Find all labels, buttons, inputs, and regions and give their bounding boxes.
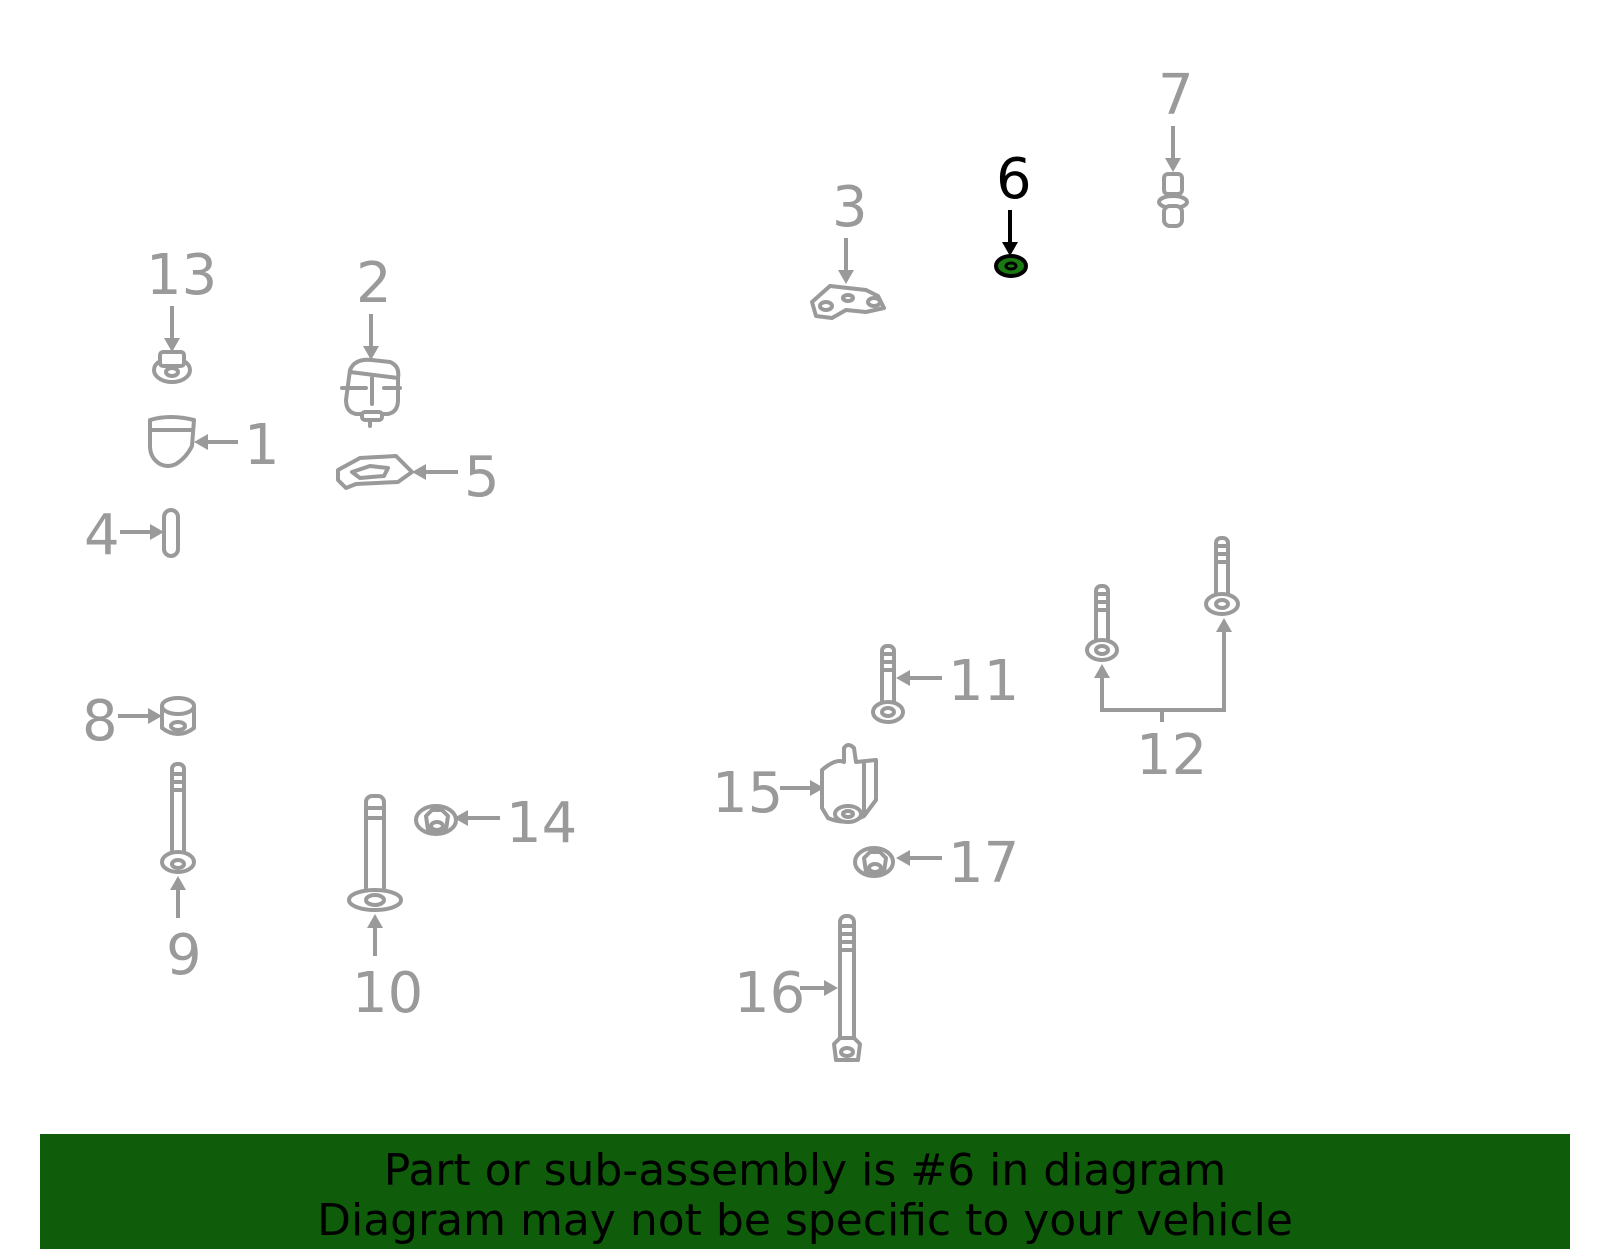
callout-17[interactable]: 17 — [948, 831, 1019, 896]
callout-10[interactable]: 10 — [352, 961, 423, 1026]
callout-4[interactable]: 4 — [84, 503, 120, 568]
arrow-10 — [367, 914, 383, 956]
callout-6[interactable]: 6 — [996, 147, 1032, 212]
arrow-12 — [1094, 618, 1232, 722]
part-2[interactable] — [340, 357, 402, 428]
arrow-9 — [170, 876, 186, 918]
callout-5[interactable]: 5 — [464, 445, 500, 510]
part-6-highlighted[interactable] — [994, 254, 1028, 278]
arrow-17 — [896, 850, 942, 866]
callout-9[interactable]: 9 — [166, 923, 202, 988]
arrow-6 — [1002, 210, 1018, 256]
part-17[interactable] — [853, 846, 895, 878]
part-9[interactable] — [160, 762, 196, 874]
arrow-13 — [164, 306, 180, 352]
part-3[interactable] — [810, 284, 886, 320]
part-13[interactable] — [152, 350, 192, 384]
part-8[interactable] — [160, 696, 196, 736]
part-14[interactable] — [414, 804, 458, 836]
part-16[interactable] — [832, 914, 862, 1062]
arrow-16 — [800, 980, 838, 996]
banner-line-part: Part or sub-assembly is #6 in diagram — [383, 1145, 1227, 1196]
callout-7[interactable]: 7 — [1158, 63, 1194, 128]
callout-8[interactable]: 8 — [82, 689, 118, 754]
part-10[interactable] — [347, 794, 403, 912]
part-7[interactable] — [1157, 172, 1189, 228]
arrow-2 — [363, 314, 379, 360]
arrow-3 — [838, 238, 854, 284]
arrow-4 — [120, 524, 164, 540]
callout-14[interactable]: 14 — [506, 791, 577, 856]
callout-1[interactable]: 1 — [244, 413, 280, 478]
banner-line-disclaimer: Diagram may not be specific to your vehi… — [317, 1195, 1293, 1246]
part-12-bolt-left[interactable] — [1085, 584, 1119, 662]
callout-3[interactable]: 3 — [832, 175, 868, 240]
info-banner: Part or sub-assembly is #6 in diagram Di… — [40, 1134, 1570, 1249]
arrow-7 — [1165, 126, 1181, 172]
callout-12[interactable]: 12 — [1136, 723, 1207, 788]
callout-11[interactable]: 11 — [948, 649, 1019, 714]
arrow-14 — [454, 810, 500, 826]
part-12-bolt-right[interactable] — [1204, 536, 1240, 616]
arrow-11 — [896, 670, 942, 686]
part-1[interactable] — [148, 415, 196, 468]
callout-16[interactable]: 16 — [734, 961, 805, 1026]
part-15[interactable] — [820, 743, 878, 824]
part-4[interactable] — [162, 508, 180, 558]
callout-13[interactable]: 13 — [146, 243, 217, 308]
arrow-8 — [118, 708, 162, 724]
arrow-1 — [194, 434, 238, 450]
arrow-5 — [412, 464, 458, 480]
callout-15[interactable]: 15 — [712, 761, 783, 826]
part-5[interactable] — [336, 454, 414, 490]
part-11[interactable] — [871, 644, 905, 724]
arrow-15 — [780, 780, 824, 796]
callout-2[interactable]: 2 — [356, 251, 392, 316]
